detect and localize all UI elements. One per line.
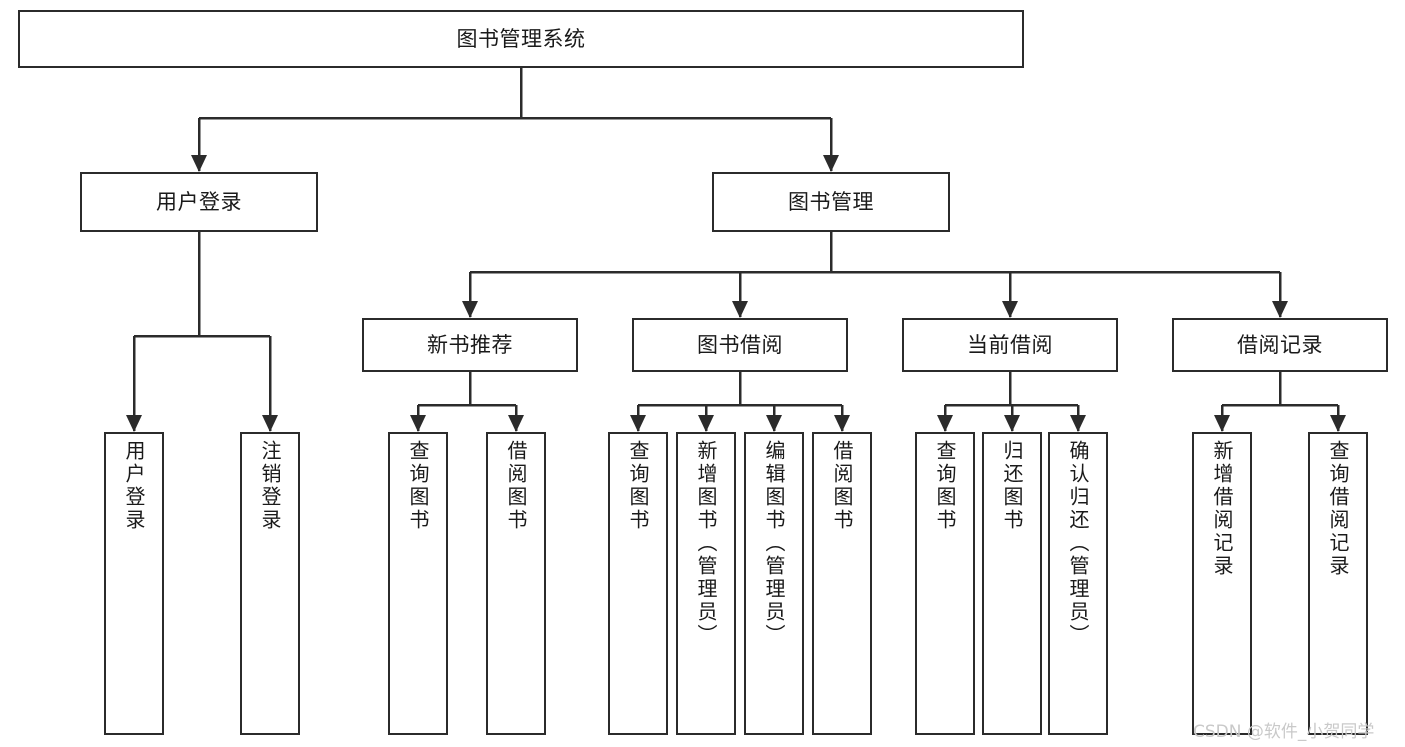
arrow-icon-leaf-query-2 — [630, 415, 646, 432]
node-label-leaf-borrow-1: 借阅图书 — [504, 440, 528, 532]
arrow-icon-leaf-return — [1004, 415, 1020, 432]
node-leaf-borrow-1[interactable]: 借阅图书 — [486, 432, 546, 735]
arrow-icon-leaf-borrow-2 — [834, 415, 850, 432]
node-label-leaf-user-login: 用户登录 — [122, 440, 146, 532]
arrow-icon-leaf-user-login — [126, 415, 142, 432]
arrow-icon-new-book-rec — [462, 301, 478, 318]
node-root[interactable]: 图书管理系统 — [18, 10, 1024, 68]
node-borrow-record[interactable]: 借阅记录 — [1172, 318, 1388, 372]
arrow-icon-leaf-borrow-1 — [508, 415, 524, 432]
node-label-current-borrow: 当前借阅 — [967, 332, 1053, 357]
node-leaf-edit-book[interactable]: 编辑图书（管理员） — [744, 432, 804, 735]
node-leaf-confirm[interactable]: 确认归还（管理员） — [1048, 432, 1108, 735]
arrow-icon-borrow-record — [1272, 301, 1288, 318]
arrow-icon-book-manage — [823, 155, 839, 172]
node-leaf-query-rec[interactable]: 查询借阅记录 — [1308, 432, 1368, 735]
node-leaf-query-1[interactable]: 查询图书 — [388, 432, 448, 735]
node-label-leaf-query-2: 查询图书 — [626, 440, 650, 532]
node-book-manage[interactable]: 图书管理 — [712, 172, 950, 232]
node-book-borrow[interactable]: 图书借阅 — [632, 318, 848, 372]
arrow-icon-leaf-query-1 — [410, 415, 426, 432]
node-leaf-add-rec[interactable]: 新增借阅记录 — [1192, 432, 1252, 735]
node-label-leaf-query-3: 查询图书 — [933, 440, 957, 532]
node-leaf-add-book[interactable]: 新增图书（管理员） — [676, 432, 736, 735]
arrow-icon-user-login — [191, 155, 207, 172]
node-label-book-manage: 图书管理 — [788, 189, 874, 214]
node-label-new-book-rec: 新书推荐 — [427, 332, 513, 357]
node-leaf-user-login[interactable]: 用户登录 — [104, 432, 164, 735]
node-label-leaf-logout: 注销登录 — [258, 440, 282, 532]
node-label-leaf-query-1: 查询图书 — [406, 440, 430, 532]
arrow-icon-leaf-query-3 — [937, 415, 953, 432]
node-label-leaf-confirm: 确认归还（管理员） — [1066, 440, 1090, 647]
node-leaf-query-2[interactable]: 查询图书 — [608, 432, 668, 735]
arrow-icon-leaf-confirm — [1070, 415, 1086, 432]
node-leaf-logout[interactable]: 注销登录 — [240, 432, 300, 735]
node-user-login[interactable]: 用户登录 — [80, 172, 318, 232]
node-label-book-borrow: 图书借阅 — [697, 332, 783, 357]
arrow-icon-current-borrow — [1002, 301, 1018, 318]
node-label-leaf-query-rec: 查询借阅记录 — [1326, 440, 1350, 578]
arrow-icon-book-borrow — [732, 301, 748, 318]
node-label-user-login: 用户登录 — [156, 189, 242, 214]
arrow-icon-leaf-add-rec — [1214, 415, 1230, 432]
arrow-icon-leaf-edit-book — [766, 415, 782, 432]
arrow-icon-leaf-logout — [262, 415, 278, 432]
node-label-borrow-record: 借阅记录 — [1237, 332, 1323, 357]
node-label-leaf-edit-book: 编辑图书（管理员） — [762, 440, 786, 647]
node-label-leaf-add-book: 新增图书（管理员） — [694, 440, 718, 647]
arrow-icon-leaf-query-rec — [1330, 415, 1346, 432]
node-leaf-borrow-2[interactable]: 借阅图书 — [812, 432, 872, 735]
arrow-icon-leaf-add-book — [698, 415, 714, 432]
node-leaf-query-3[interactable]: 查询图书 — [915, 432, 975, 735]
node-current-borrow[interactable]: 当前借阅 — [902, 318, 1118, 372]
node-label-root: 图书管理系统 — [456, 26, 586, 51]
node-leaf-return[interactable]: 归还图书 — [982, 432, 1042, 735]
node-new-book-rec[interactable]: 新书推荐 — [362, 318, 578, 372]
node-label-leaf-borrow-2: 借阅图书 — [830, 440, 854, 532]
node-label-leaf-add-rec: 新增借阅记录 — [1210, 440, 1234, 578]
node-label-leaf-return: 归还图书 — [1000, 440, 1024, 532]
